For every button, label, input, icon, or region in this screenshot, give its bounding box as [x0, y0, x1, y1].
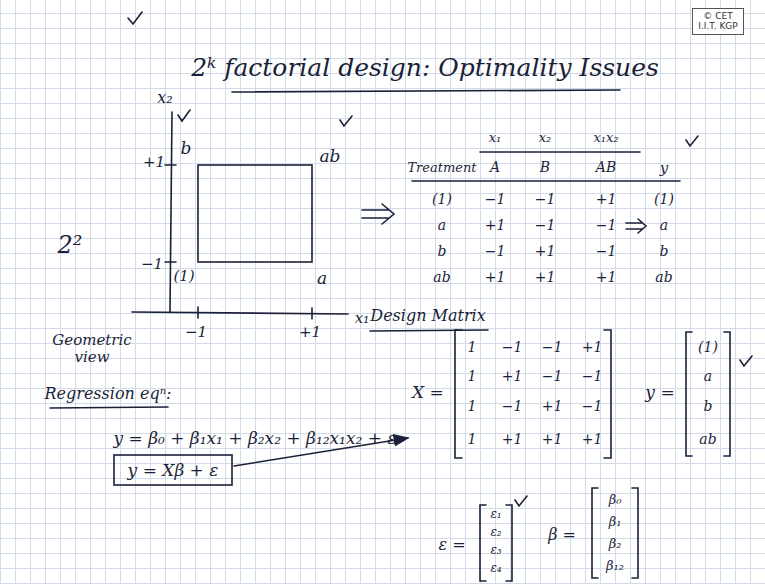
- matrix-name: y =: [645, 383, 674, 402]
- matrix-cell: +1: [582, 340, 603, 355]
- matrix-bracket: [604, 330, 611, 458]
- column-header: x₁: [489, 131, 502, 145]
- vector-cell: ab: [699, 432, 716, 447]
- implies-arrow: [362, 204, 394, 224]
- matrix-bracket: [686, 332, 692, 456]
- matrix-cell: 1: [468, 399, 477, 414]
- matrix-name: ε =: [438, 536, 465, 554]
- table-cell: −1: [596, 218, 617, 233]
- table-cell: (1): [432, 192, 452, 207]
- matrix-cell: −1: [502, 399, 523, 414]
- title: 2ᵏ factorial design: Optimality Issues: [191, 54, 659, 82]
- table-cell: a: [660, 218, 668, 233]
- table-cell: −1: [485, 192, 506, 207]
- vector-cell: ε₃: [490, 544, 501, 557]
- matrix-cell: +1: [542, 399, 563, 414]
- vector-cell: ε₄: [490, 562, 501, 575]
- table-cell: −1: [535, 192, 556, 207]
- matrix-cell: 1: [468, 340, 477, 355]
- y-axis: [170, 112, 172, 312]
- axis-name: x₁: [355, 310, 369, 327]
- matrix-cell: −1: [582, 369, 603, 384]
- copyright-text: © CET I.I.T. KGP: [697, 11, 739, 32]
- axis-tick: −1: [141, 256, 163, 273]
- table-underline: [480, 151, 640, 153]
- vector-cell: (1): [698, 340, 718, 355]
- table-cell: −1: [596, 244, 617, 259]
- matrix-cell: −1: [542, 369, 563, 384]
- column-header: A: [490, 160, 500, 175]
- table-cell: a: [438, 218, 446, 233]
- matrix-cell: +1: [582, 432, 603, 447]
- matrix-cell: −1: [582, 399, 603, 414]
- heading: Regression eqⁿ:: [44, 385, 171, 403]
- vector-cell: β₂: [609, 537, 622, 551]
- table-cell: b: [660, 244, 669, 259]
- matrix-bracket: [480, 505, 486, 581]
- heading: Design Matrix: [370, 307, 485, 325]
- table-cell: −1: [485, 244, 506, 259]
- copyright-box: © CET I.I.T. KGP: [692, 8, 744, 35]
- axis-name: x₂: [157, 89, 172, 107]
- header-underline: [412, 180, 680, 182]
- column-header: y: [660, 160, 668, 177]
- vector-cell: b: [704, 399, 713, 414]
- matrix-equation: y = Xβ + ε: [128, 461, 219, 480]
- heading-underline: [370, 330, 488, 331]
- vector-cell: ε₂: [490, 526, 501, 539]
- column-header: x₁x₂: [593, 131, 618, 145]
- corner-label: a: [317, 269, 327, 288]
- matrix-bracket: [506, 505, 512, 581]
- table-cell: ab: [655, 270, 672, 285]
- matrix-name: X =: [412, 383, 444, 402]
- title-underline: [232, 90, 620, 92]
- vector-cell: ε₁: [490, 508, 501, 521]
- corner-label: b: [181, 139, 192, 158]
- table-cell: (1): [654, 192, 674, 207]
- equation-box: [114, 455, 232, 485]
- axis-tick: +1: [143, 154, 165, 171]
- vector-cell: β₁: [609, 515, 622, 529]
- matrix-name: β =: [548, 526, 576, 544]
- matrix-cell: −1: [542, 340, 563, 355]
- heading-underline: [50, 407, 168, 408]
- matrix-bracket: [724, 332, 730, 456]
- column-header: B: [540, 160, 550, 175]
- matrix-cell: −1: [502, 340, 523, 355]
- matrix-cell: +1: [502, 369, 523, 384]
- column-header: Treatment: [407, 161, 476, 175]
- table-cell: +1: [535, 270, 556, 285]
- matrix-bracket: [455, 330, 462, 458]
- table-cell: +1: [596, 270, 617, 285]
- x-axis: [132, 312, 348, 314]
- view-note: Geometric view: [47, 332, 137, 365]
- axis-tick: −1: [185, 324, 207, 341]
- table-cell: +1: [485, 270, 506, 285]
- matrix-cell: 1: [468, 432, 477, 447]
- matrix-bracket: [592, 488, 598, 578]
- table-cell: b: [438, 244, 447, 259]
- design-square: [198, 165, 312, 262]
- table-cell: +1: [535, 244, 556, 259]
- table-cell: +1: [485, 218, 506, 233]
- matrix-cell: +1: [542, 432, 563, 447]
- axis-tick: +1: [299, 324, 321, 341]
- column-header: x₂: [539, 131, 552, 145]
- table-cell: −1: [535, 218, 556, 233]
- table-cell: +1: [596, 192, 617, 207]
- matrix-bracket: [632, 488, 638, 578]
- vector-cell: a: [704, 369, 712, 384]
- matrix-cell: +1: [502, 432, 523, 447]
- matrix-cell: 1: [468, 369, 477, 384]
- design-size: 2²: [58, 232, 83, 258]
- implies-arrow: [626, 219, 646, 233]
- equation: y = β₀ + β₁x₁ + β₂x₂ + β₁₂x₁x₂ + ε: [114, 429, 397, 448]
- vector-cell: β₁₂: [606, 559, 624, 573]
- column-header: AB: [596, 160, 616, 175]
- table-cell: ab: [433, 270, 450, 285]
- corner-label: ab: [319, 147, 340, 166]
- vector-cell: β₀: [609, 493, 622, 507]
- corner-label: (1): [173, 268, 194, 285]
